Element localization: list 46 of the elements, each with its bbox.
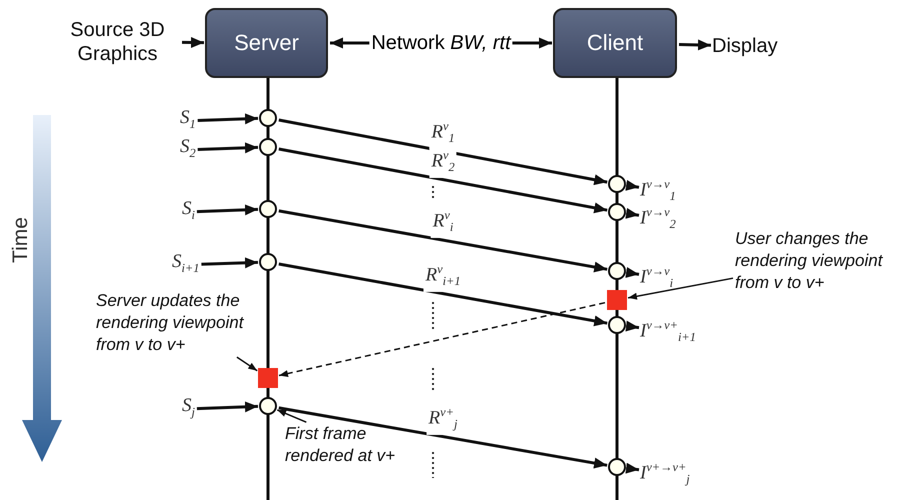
arrow [625,462,640,474]
arrow [625,180,640,191]
leader-line [236,356,258,372]
event-marker [607,290,627,310]
arrow [678,39,712,50]
leader-line [628,277,734,300]
server-box: Server [205,8,328,78]
input-label: Source 3D Graphics [55,18,180,66]
arrow [625,208,640,219]
edge-label: Network BW, rtt [369,32,513,54]
event-circle [608,316,626,334]
client-box: Client [553,8,677,78]
event-circle [608,175,626,193]
arrow [625,320,640,332]
frame-label: S$_{i}$ [182,197,195,227]
arrow [196,204,258,216]
event-circle [259,109,277,127]
event-circle [608,458,626,476]
leader-line [276,409,307,423]
annotation-text: Server updates the rendering viewpoint from v to v+ [96,290,276,356]
arrow [278,118,608,186]
arrow [198,113,258,124]
event-circle [259,253,277,271]
arrow [278,406,608,468]
arrow [278,148,608,214]
event-circle [259,397,277,415]
arrow [182,36,204,48]
frame-label: S$_{i+1}$ [172,250,200,280]
frame-label: S$_{1}$ [180,106,196,136]
output-label: Display [712,34,778,58]
event-circle [608,262,626,280]
arrow [196,401,258,412]
arrow [198,142,258,154]
event-circle [608,203,626,221]
arrow [278,262,608,326]
arrow [278,302,606,377]
event-circle [259,200,277,218]
arrow [278,209,608,272]
arrow [201,257,258,268]
event-circle [259,138,277,156]
arrow [625,267,640,278]
frame-label: S$_{2}$ [180,135,196,165]
event-marker [258,368,278,388]
frame-label: S$_{j}$ [182,394,195,424]
annotation-text: User changes the rendering viewpoint from v to v+ [735,228,915,294]
axis-label: Time [8,217,33,263]
